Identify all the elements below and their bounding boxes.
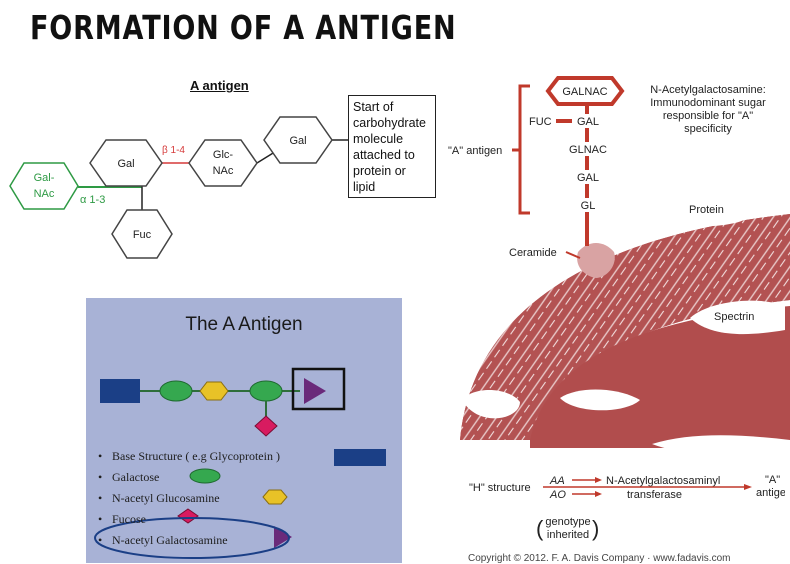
chain-label-bg xyxy=(574,198,602,212)
galnac-description-line: Immunodominant sugar xyxy=(650,97,766,109)
white-patch xyxy=(560,389,640,411)
copyright-text: Copyright © 2012. F. A. Davis Company · … xyxy=(468,553,731,564)
beta-bond-label: β 1-4 xyxy=(162,145,185,156)
start-of-carbohydrate-box: Start of carbohydrate molecule attached … xyxy=(348,95,436,198)
genotype-label-1: genotype xyxy=(545,516,590,528)
base-structure-block xyxy=(100,379,140,403)
galnac-red-hexagon xyxy=(545,76,625,106)
legend-galnac-swatch xyxy=(274,526,292,548)
protein-patch xyxy=(662,194,754,226)
legend-item: •N-acetyl Glucosamine xyxy=(98,491,220,505)
white-patch xyxy=(462,390,520,419)
highlight-box xyxy=(291,367,346,411)
a-antigen-panel: The A Antigen •Base Structure ( e.g Glyc… xyxy=(86,298,402,563)
gal-label-1: Gal xyxy=(117,158,134,170)
glucosamine-hexagon xyxy=(199,381,229,401)
chain-label-bg xyxy=(572,114,604,128)
legend-galactose-swatch xyxy=(189,468,221,484)
galnac-highlight-ellipse xyxy=(94,517,290,559)
start-box-line: molecule xyxy=(353,132,404,146)
gal-hexagon-1 xyxy=(89,139,163,187)
result-label-1: "A" xyxy=(765,474,780,486)
red-cell-membrane-diagram: GALNAC GAL GLNAC GAL GL FUC "A" antigen … xyxy=(448,76,790,457)
chain-gal-label-2: GAL xyxy=(577,172,599,184)
page-title: FORMATION OF A ANTIGEN xyxy=(30,8,457,47)
galnac-description-line: specificity xyxy=(684,123,732,135)
galnac-label-1: Gal- xyxy=(34,172,55,184)
glcnac-hexagon xyxy=(188,139,258,187)
genotype-paren-left: ( xyxy=(536,516,544,541)
galnac-triangle xyxy=(304,378,326,404)
enzyme-label-2: transferase xyxy=(627,489,682,501)
legend-base-label: Base Structure ( e.g Glycoprotein ) xyxy=(112,449,280,463)
chain-gl-label: GL xyxy=(581,200,596,212)
legend-glucosamine-swatch xyxy=(262,489,288,505)
chain-label-bg xyxy=(564,142,612,156)
start-box-line: carbohydrate xyxy=(353,116,426,130)
galnac-hexagon xyxy=(9,162,79,210)
genotype-label-2: inherited xyxy=(547,529,589,541)
start-box-line: Start of xyxy=(353,100,394,114)
chain-gal-label: GAL xyxy=(577,116,599,128)
protein-label: Protein xyxy=(689,204,724,216)
panel-title: The A Antigen xyxy=(185,314,303,335)
aa-arrowhead xyxy=(595,477,602,483)
fucose-diamond xyxy=(254,415,278,437)
galnac-description-line: responsible for "A" xyxy=(663,110,753,122)
legend-item: •Fucose xyxy=(98,512,146,526)
a-antigen-bracket xyxy=(518,84,530,215)
chain-label-bg xyxy=(572,170,604,184)
galnac-chain-label: GALNAC xyxy=(562,86,607,98)
fuc-label: Fuc xyxy=(133,229,152,241)
genotype-paren-right: ) xyxy=(592,516,599,541)
ao-label: AO xyxy=(549,489,566,501)
panel-diagram xyxy=(94,367,386,559)
alpha-bond-label: α 1-3 xyxy=(80,194,105,206)
legend-fucose-label: Fucose xyxy=(112,512,146,526)
galnac-description-line: N-Acetylgalactosamine: xyxy=(650,84,766,96)
h-structure-reaction: "H" structure AA AO N-Acetylgalactosamin… xyxy=(469,474,785,541)
h-structure-label: "H" structure xyxy=(469,482,531,494)
start-box-line: protein or xyxy=(353,164,406,178)
result-label-2: antigen xyxy=(756,487,785,499)
aa-label: AA xyxy=(549,475,565,487)
glcnac-label-1: Glc- xyxy=(213,149,234,161)
enzyme-label-1: N-Acetylgalactosaminyl xyxy=(606,475,720,487)
panel-legend: •Base Structure ( e.g Glycoprotein ) •Ga… xyxy=(98,446,280,551)
legend-item: •Base Structure ( e.g Glycoprotein ) xyxy=(98,449,280,463)
carbohydrate-chain-diagram: Gal- NAc Gal Glc- NAc Gal Fuc α 1-3 β 1-… xyxy=(9,116,348,259)
main-arrowhead xyxy=(744,484,752,490)
membrane-inner-band xyxy=(530,306,790,448)
galactose-oval-1 xyxy=(159,380,193,402)
legend-fucose-swatch xyxy=(177,508,199,524)
spectrin-patch xyxy=(690,300,785,335)
galnac-label-2: NAc xyxy=(34,188,55,200)
legend-base-swatch xyxy=(334,449,386,466)
a-antigen-heading: A antigen xyxy=(190,78,249,93)
legend-item: •Galactose xyxy=(98,470,160,484)
galactose-oval-2 xyxy=(249,380,283,402)
ceramide-label: Ceramide xyxy=(509,247,557,259)
legend-galactose-label: Galactose xyxy=(112,470,160,484)
legend-glucosamine-label: N-acetyl Glucosamine xyxy=(112,491,220,505)
ceramide-blob xyxy=(577,243,615,278)
start-box-line: attached to xyxy=(353,148,415,162)
legend-galnac-label: N-acetyl Galactosamine xyxy=(112,533,228,547)
spectrin-label: Spectrin xyxy=(714,311,754,323)
ceramide-pointer xyxy=(565,251,581,259)
glcnac-label-2: NAc xyxy=(213,165,234,177)
chain-fuc-label: FUC xyxy=(529,116,552,128)
gal-label-2: Gal xyxy=(289,135,306,147)
start-box-line: lipid xyxy=(353,180,376,194)
chain-glnac-label: GLNAC xyxy=(569,144,607,156)
white-patch xyxy=(652,435,790,457)
ao-arrowhead xyxy=(595,491,602,497)
a-antigen-label: "A" antigen xyxy=(448,145,502,157)
legend-item: •N-acetyl Galactosamine xyxy=(98,533,228,547)
gal-hexagon-2 xyxy=(263,116,333,164)
fuc-hexagon xyxy=(111,209,173,259)
